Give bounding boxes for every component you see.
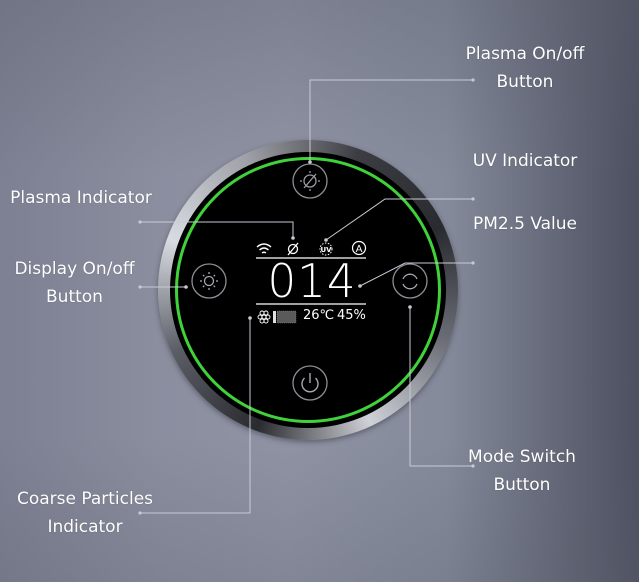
- label-display-button: Display On/off Button: [14, 259, 135, 307]
- air-quality-ring: [175, 157, 441, 423]
- label-mode-button: Mode Switch Button: [468, 447, 576, 495]
- label-plasma-button: Plasma On/off Button: [465, 44, 585, 92]
- humidity-reading: 45%: [337, 308, 366, 323]
- temperature-reading: 26℃: [303, 308, 335, 323]
- label-uv-indicator: UV Indicator: [472, 151, 578, 171]
- label-pm25-value: PM2.5 Value: [472, 214, 578, 234]
- label-plasma-indicator: Plasma Indicator: [10, 188, 152, 208]
- label-coarse-indicator: Coarse Particles Indicator: [16, 489, 154, 537]
- pm25-reading: 014: [267, 254, 357, 308]
